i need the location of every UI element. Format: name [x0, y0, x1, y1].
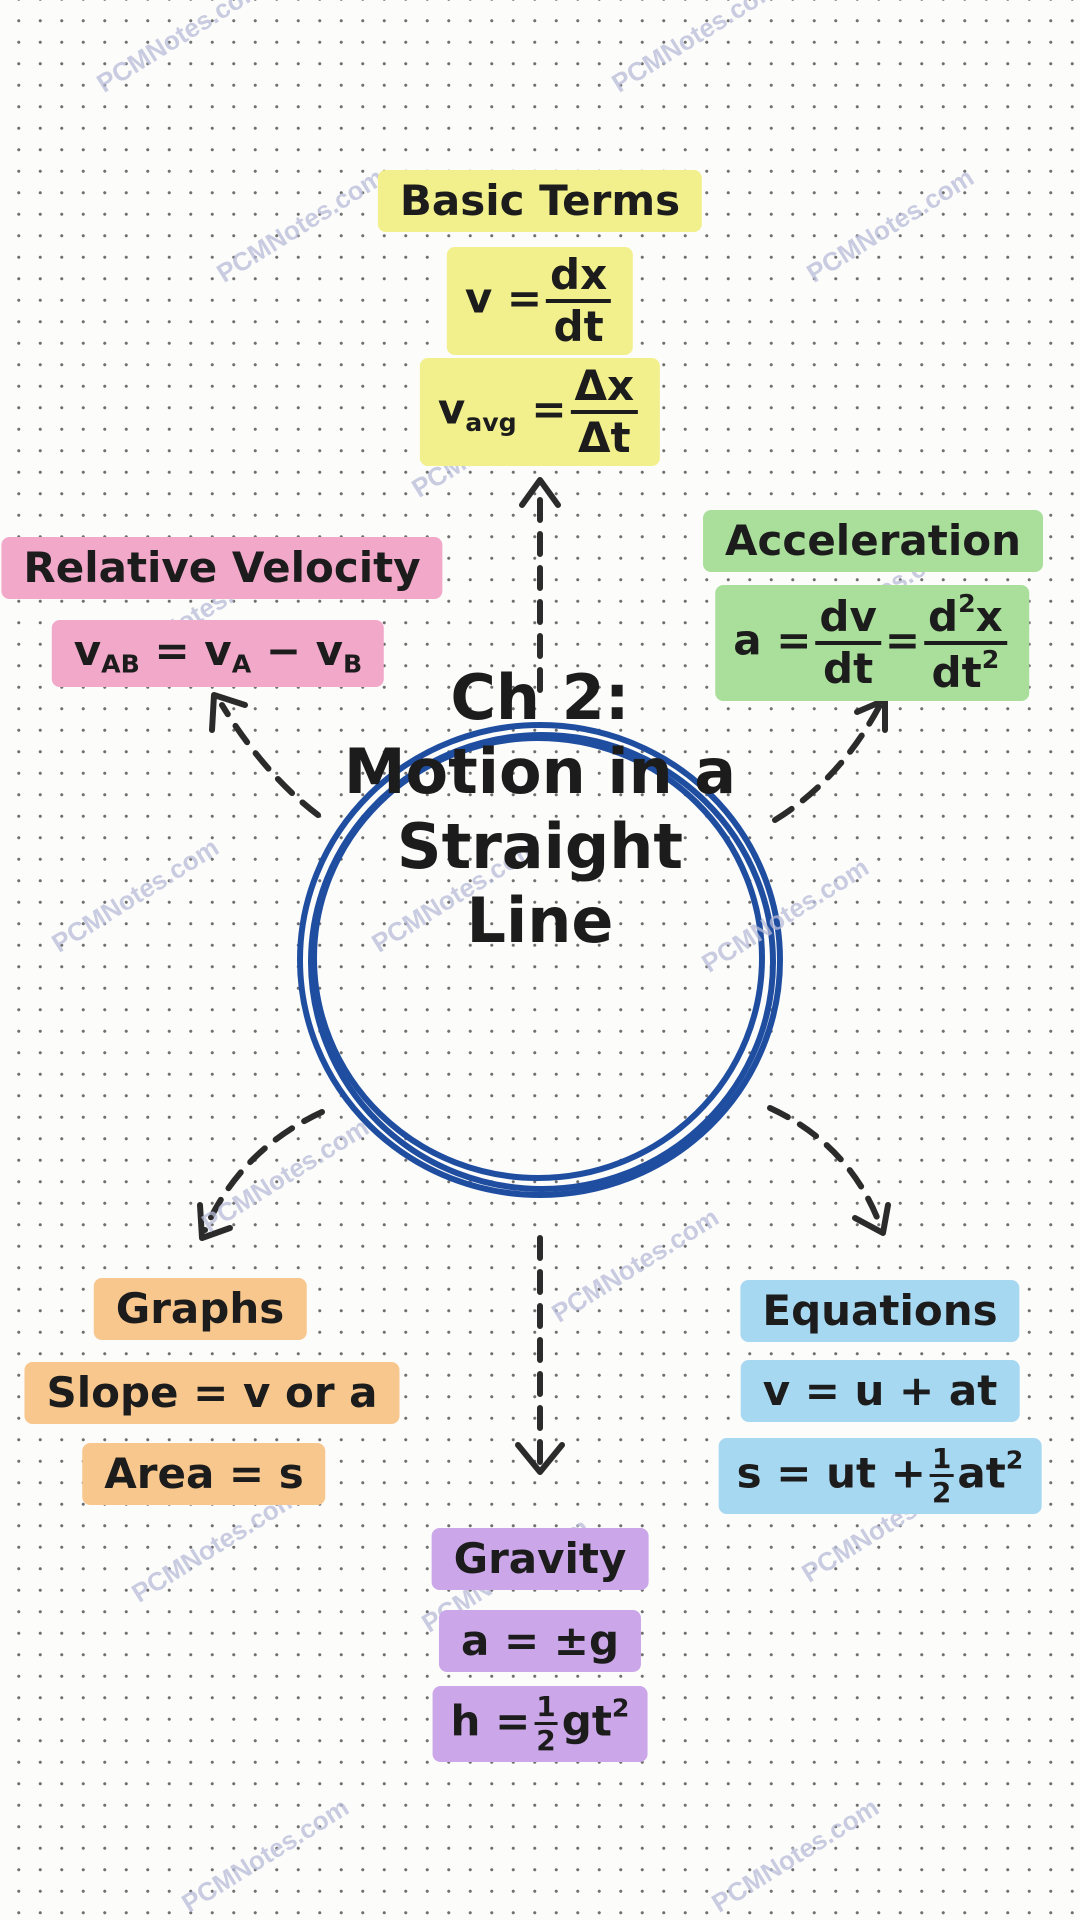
- formula-text: v: [437, 384, 466, 434]
- formula-text: h =: [450, 1696, 531, 1746]
- formula-exponent: 2: [1005, 1445, 1024, 1475]
- relative-velocity-title: Relative Velocity: [1, 537, 443, 599]
- gravity-acceleration-formula: a = ±g: [438, 1610, 642, 1672]
- formula-text: − v: [265, 626, 344, 675]
- formula-subscript: B: [343, 649, 363, 679]
- formula-text: gt: [561, 1696, 612, 1746]
- equations-title: Equations: [740, 1280, 1020, 1342]
- arrow-to-acceleration: [772, 702, 883, 823]
- fraction-numerator: 1: [929, 1444, 954, 1478]
- formula-exponent: 2: [981, 644, 1000, 674]
- fraction-numerator: dv: [815, 594, 881, 645]
- arrow-to-graphs: [202, 1109, 325, 1233]
- formula-text: =: [884, 615, 921, 665]
- fraction-numerator: Δx: [570, 363, 639, 415]
- arrowhead-lower-right: [852, 1202, 891, 1236]
- fraction-numerator: d2x: [924, 589, 1007, 645]
- arrowhead-lower-left: [197, 1202, 233, 1241]
- fraction-denominator: 2: [931, 1476, 952, 1510]
- formula-text: at: [957, 1448, 1006, 1498]
- arrowhead-up: [519, 477, 561, 508]
- arrowhead-upper-left: [209, 692, 248, 733]
- center-circle: [297, 722, 783, 1198]
- formula-text: v =: [464, 273, 543, 323]
- gravity-title: Gravity: [431, 1528, 649, 1590]
- slope-formula: Slope = v or a: [24, 1362, 400, 1424]
- formula-exponent: 2: [611, 1693, 630, 1723]
- fraction-denominator: 2: [536, 1724, 556, 1758]
- first-equation: v = u + at: [740, 1360, 1020, 1422]
- formula-text: =: [531, 384, 567, 434]
- graphs-title: Graphs: [93, 1278, 307, 1340]
- chapter-title-line: Straight: [396, 810, 684, 883]
- fraction-denominator: dt: [823, 643, 874, 693]
- fraction-denominator: Δt: [578, 413, 631, 463]
- chapter-title-line: Line: [466, 884, 614, 958]
- formula-subscript: AB: [101, 649, 140, 679]
- arrow-to-relative-velocity: [219, 702, 321, 818]
- acceleration-title: Acceleration: [703, 510, 1043, 572]
- formula-subscript: avg: [465, 408, 517, 438]
- formula-exponent: 2: [958, 589, 976, 618]
- formula-subscript: A: [231, 649, 252, 679]
- formula-text: dt: [931, 647, 982, 697]
- formula-text: x: [975, 591, 1003, 641]
- fraction-denominator: dt2: [924, 645, 1007, 695]
- chapter-title-line: Ch 2:: [450, 661, 630, 735]
- fraction-numerator: dx: [546, 252, 612, 304]
- formula-text: s = ut +: [736, 1448, 926, 1498]
- formula-text: = v: [154, 626, 232, 675]
- chapter-title-line: Motion in a: [343, 735, 737, 809]
- fraction-numerator: 1: [534, 1692, 558, 1726]
- arrowhead-down: [515, 1442, 565, 1475]
- formula-text: a =: [733, 615, 812, 665]
- formula-text: v: [73, 626, 102, 675]
- chapter-title: Ch 2: Motion in a Straight Line: [344, 661, 736, 959]
- basic-terms-title: Basic Terms: [377, 170, 703, 232]
- fraction-denominator: dt: [553, 302, 604, 352]
- relative-velocity-formula: vAB = vA − vB: [51, 620, 385, 687]
- formula-text: d: [928, 591, 959, 641]
- area-formula: Area = s: [82, 1443, 326, 1505]
- arrow-to-equations: [767, 1105, 883, 1228]
